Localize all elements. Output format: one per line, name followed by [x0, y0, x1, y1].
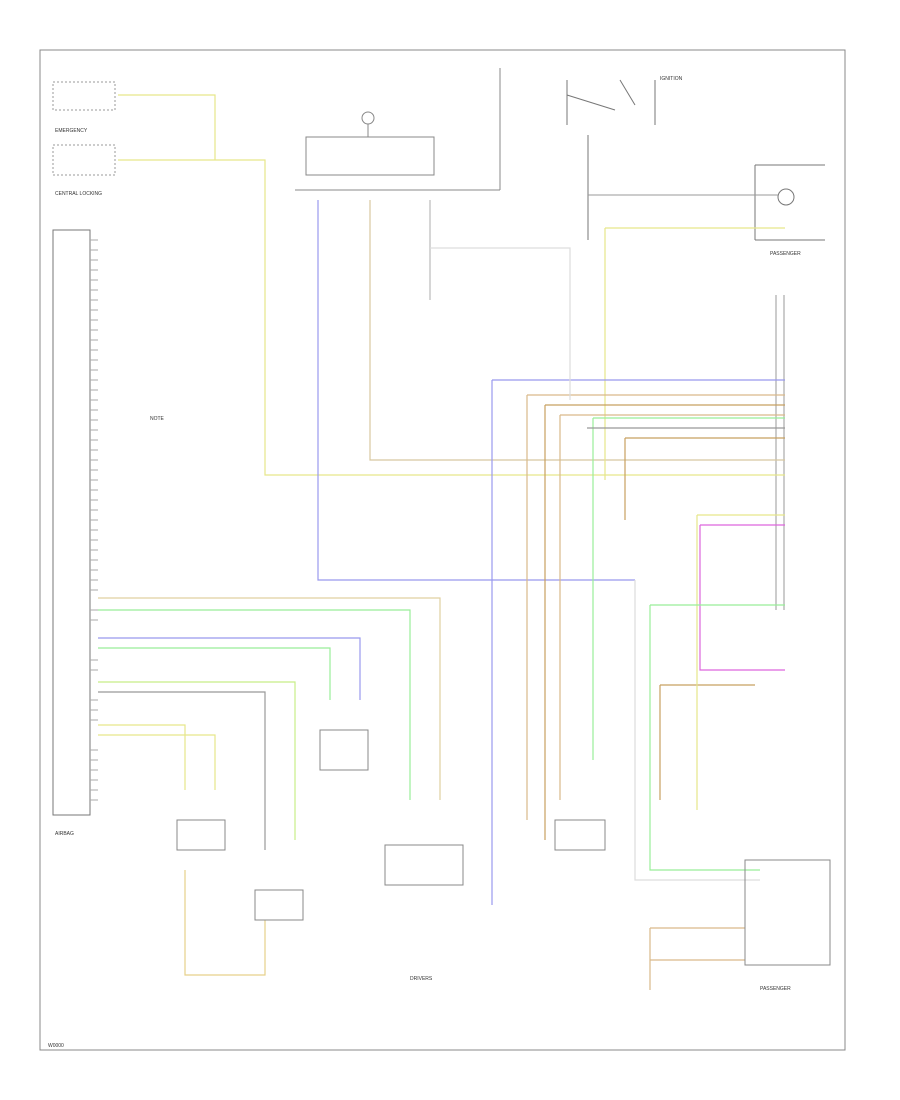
label-center-note: NOTE — [150, 416, 165, 422]
component-left-side-airbag — [254, 889, 304, 921]
label-seat-sensor: PASSENGER — [760, 986, 791, 992]
airbag-control-module-connector — [52, 229, 91, 816]
component-box-1 — [52, 81, 116, 111]
label-top-left-1: EMERGENCY — [55, 128, 88, 134]
component-drivers-module — [384, 844, 464, 886]
connector-pin-ticks — [90, 239, 98, 801]
passenger-airbag-warning-lamp-icon — [754, 164, 825, 241]
label-acm: AIRBAG — [55, 831, 74, 837]
label-drivers: DRIVERS — [410, 976, 433, 982]
label-top-left-2: CENTRAL LOCKING — [55, 191, 102, 197]
component-right-module — [554, 819, 606, 851]
component-seat-sensor — [744, 859, 831, 966]
component-box-2 — [52, 144, 116, 176]
component-center-small — [319, 729, 369, 771]
wires — [98, 94, 785, 990]
label-lamp: PASSENGER — [770, 251, 801, 257]
label-ignition: IGNITION — [660, 76, 683, 82]
instrument-cluster-box — [305, 136, 435, 176]
component-left-module — [176, 819, 226, 851]
ignition-switch-icon — [566, 79, 656, 125]
right-connector-pins — [775, 295, 785, 610]
diagram-frame — [39, 49, 846, 1051]
warning-lamp-icon — [361, 111, 375, 125]
footer-code: W0000 — [48, 1043, 64, 1049]
